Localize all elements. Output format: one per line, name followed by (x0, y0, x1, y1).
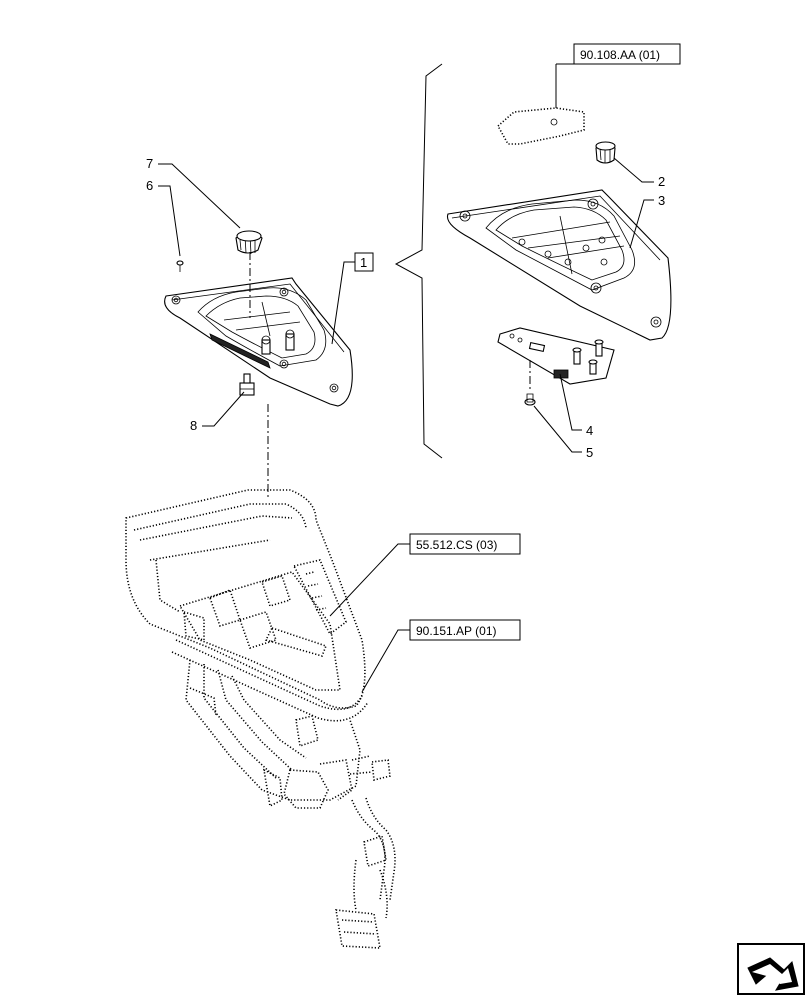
control-panel-assembly (164, 277, 353, 407)
callout-1: 1 (360, 255, 367, 270)
ref-label-low: 90.151.AP (01) (416, 624, 497, 638)
next-page-arrow-icon[interactable] (737, 943, 805, 995)
ref-box-low (409, 619, 521, 641)
callout-8: 8 (190, 418, 197, 433)
callout-6: 6 (146, 178, 153, 193)
callout-5: 5 (586, 445, 593, 460)
circuit-board-item-4 (497, 327, 615, 385)
leader-lines-right (533, 92, 654, 453)
knob-item-2 (595, 141, 616, 164)
callout-4: 4 (586, 423, 593, 438)
knob-item-7 (235, 230, 263, 255)
ref-box-top (573, 43, 681, 65)
callout-3: 3 (658, 193, 665, 208)
switch-item-8 (239, 373, 255, 396)
callout-7: 7 (146, 156, 153, 171)
armrest-console (125, 489, 396, 949)
screw-item-5 (524, 393, 536, 406)
cover-plate-item-3 (446, 189, 672, 341)
leader-lines-references (329, 543, 410, 693)
screw-item-6 (176, 260, 184, 272)
callout-1-box (354, 252, 374, 272)
gasket-ref (496, 107, 585, 145)
ref-label-mid: 55.512.CS (03) (416, 538, 497, 552)
ref-box-mid (409, 533, 521, 555)
ref-label-top: 90.108.AA (01) (580, 48, 660, 62)
grouping-brace (394, 63, 443, 459)
leader-lines-left (158, 163, 356, 427)
callout-2: 2 (658, 174, 665, 189)
